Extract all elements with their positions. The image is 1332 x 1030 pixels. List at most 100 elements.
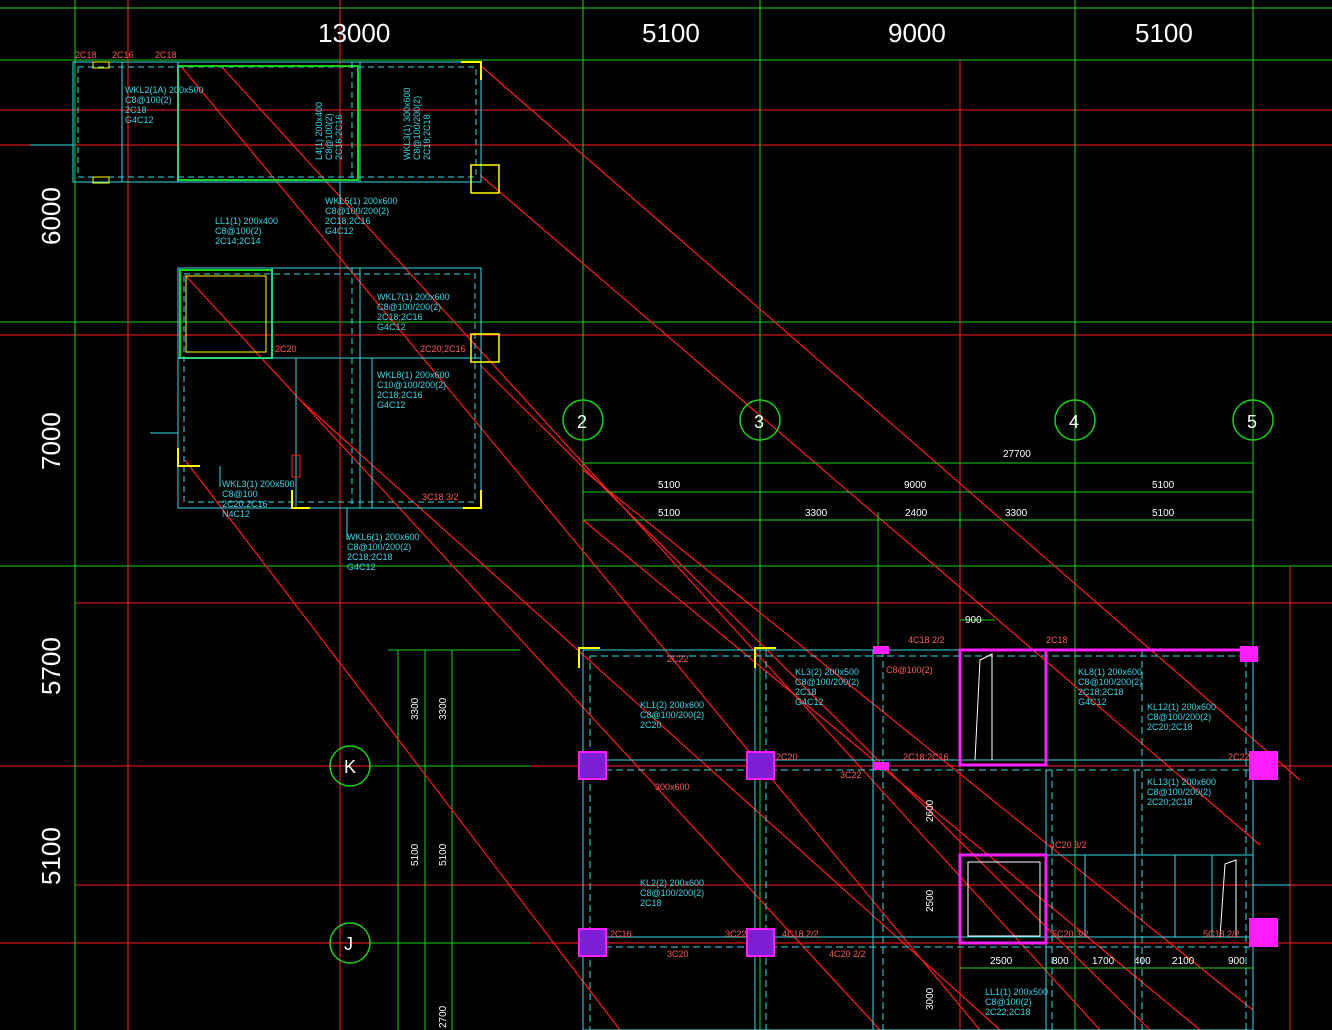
rebar-note: 5C20 3/2 [1052,929,1089,939]
beam-label-b4: WKL5(1) 200x600 C8@100/200(2) 2C18;2C16 … [325,196,398,236]
vdim-2: 3300 [438,697,449,720]
dim-top-1: 13000 [318,18,390,48]
dim-left-4: 5100 [36,827,66,885]
svg-text:KL8(1) 200x600: KL8(1) 200x600 [1078,667,1142,677]
svg-text:2C18;2C18: 2C18;2C18 [1078,687,1124,697]
svg-text:C8@100/200(2): C8@100/200(2) [347,542,411,552]
beam-label-b15: LL1(1) 200x500 C8@100(2) 2C22;2C18 [985,987,1048,1017]
dim-r4-f: 900 [1228,956,1245,967]
svg-text:L4(1) 200x400: L4(1) 200x400 [314,102,324,160]
vdim-7: 2500 [925,889,936,912]
dim-r2-b: 9000 [904,480,927,491]
svg-text:2C18: 2C18 [795,687,817,697]
rebar-note: 2C22 [1228,752,1250,762]
dim-top-4: 5100 [1135,18,1193,48]
top-dimension-bar: 13000 5100 9000 5100 [128,7,1332,48]
axis-label-j: J [344,934,353,954]
svg-text:C8@100/200(2): C8@100/200(2) [1147,787,1211,797]
rebar-note: 300x600 [655,782,690,792]
beam-label-b3: WKL3(1) 300x600 C8@100/200(2) 2C18;2C18 [402,87,432,160]
svg-text:C8@100/200(2): C8@100/200(2) [1078,677,1142,687]
svg-text:2C18;2C18: 2C18;2C18 [422,114,432,160]
axis-bubble-5[interactable]: 5 [1232,399,1274,441]
axis-label-k: K [344,757,356,777]
dim-r2-c: 5100 [1152,480,1175,491]
rebar-note: 2C18;2C16 [903,752,949,762]
rebar-note: 2C18 [155,50,177,60]
svg-text:2C18;2C16: 2C18;2C16 [377,312,423,322]
vdim-3: 5100 [410,843,421,866]
vdim-5: 2700 [438,1005,449,1028]
beam-frame-middle[interactable] [177,267,500,509]
dim-r3-d: 3300 [1005,508,1028,519]
beam-label-b7: WKL8(1) 200x600 C10@100/200(2) 2C18;2C16… [377,370,450,410]
dim-left-3: 5700 [36,637,66,695]
svg-text:2C18: 2C18 [640,898,662,908]
column-3j [746,928,775,957]
column-3k [746,751,775,780]
dim-r3-e: 5100 [1152,508,1175,519]
rebar-note: C8@100(2) [886,665,933,675]
svg-text:2C18;2C16: 2C18;2C16 [325,216,371,226]
axis-bubble-j[interactable]: J [329,922,530,964]
svg-text:WKL2(1A) 200x500: WKL2(1A) 200x500 [125,85,204,95]
svg-text:C8@100/200(2): C8@100/200(2) [325,206,389,216]
rebar-note: 2C18 [75,50,97,60]
dim-r4-c: 1700 [1092,956,1115,967]
dim-r4-d: 400 [1134,956,1151,967]
dim-r3-b: 3300 [805,508,828,519]
svg-text:G4C12: G4C12 [325,226,354,236]
svg-text:C8@100/200(2): C8@100/200(2) [640,888,704,898]
axis-bubble-3[interactable]: 3 [739,399,781,441]
dim-r3-a: 5100 [658,508,681,519]
beam-label-b1: WKL2(1A) 200x500 C8@100(2) 2C18 G4C12 [125,85,204,125]
svg-text:2C16;2C16: 2C16;2C16 [334,114,344,160]
svg-text:2C22;2C18: 2C22;2C18 [985,1007,1031,1017]
rebar-note: 4C20 2/2 [829,949,866,959]
svg-text:2C14;2C14: 2C14;2C14 [215,236,261,246]
rebar-notes: 2C18 2C16 2C18 2C20 2C20;2C16 3C18 3/2 2… [75,50,1250,959]
svg-text:WKL3(1) 300x600: WKL3(1) 300x600 [402,87,412,160]
beam-label-b6: WKL7(1) 200x600 C8@100/200(2) 2C18;2C16 … [377,292,450,332]
axis-bubble-4[interactable]: 4 [1054,399,1096,441]
axis-label-5: 5 [1247,412,1257,432]
rebar-note: 4C20 3/2 [1050,840,1087,850]
axis-bubble-k[interactable]: K [329,745,530,787]
svg-text:WKL5(1) 200x600: WKL5(1) 200x600 [325,196,398,206]
rebar-note: 2C18 [1046,635,1068,645]
rebar-note: 2C20 [275,344,297,354]
beam-frame-upper[interactable] [72,61,500,194]
dim-top-3: 9000 [888,18,946,48]
svg-text:N4C12: N4C12 [222,509,250,519]
svg-text:C8@100(2): C8@100(2) [215,226,262,236]
rebar-note: 2C20 [776,752,798,762]
svg-text:2C20;2C18: 2C20;2C18 [1147,722,1193,732]
beam-label-b16: KL13(1) 200x600 C8@100/200(2) 2C20;2C18 [1147,777,1216,807]
dimension-chains [583,462,1253,969]
svg-text:2C20: 2C20 [640,720,662,730]
column-5k [1249,751,1278,780]
column-2j [578,928,607,957]
axis-label-3: 3 [754,412,764,432]
dim-left-2: 7000 [36,412,66,470]
rebar-note: 3C18 3/2 [422,492,459,502]
dim-27700: 27700 [1003,449,1031,460]
rebar-note: 5C18 2/2 [1203,929,1240,939]
svg-text:C8@100/200(2): C8@100/200(2) [795,677,859,687]
svg-text:2C18;2C18: 2C18;2C18 [347,552,393,562]
axis-label-2: 2 [577,412,587,432]
svg-text:C8@100/200(2): C8@100/200(2) [377,302,441,312]
leader-lines [30,144,1290,886]
svg-text:2C20;2C18: 2C20;2C18 [1147,797,1193,807]
beam-label-b2: L4(1) 200x400 C8@100(2) 2C16;2C16 [314,102,344,160]
rebar-note: 2C20;2C16 [420,344,466,354]
svg-text:C10@100/200(2): C10@100/200(2) [377,380,446,390]
left-dimension-bar: 6000 7000 5700 5100 [36,187,66,885]
main-beam-plan[interactable] [578,646,1278,1030]
rebar-note: 4C18 2/2 [908,635,945,645]
rebar-note: 2C22 [667,654,689,664]
svg-text:KL12(1) 200x600: KL12(1) 200x600 [1147,702,1216,712]
axis-bubble-2[interactable]: 2 [562,399,604,441]
svg-text:KL2(2) 200x600: KL2(2) 200x600 [640,878,704,888]
